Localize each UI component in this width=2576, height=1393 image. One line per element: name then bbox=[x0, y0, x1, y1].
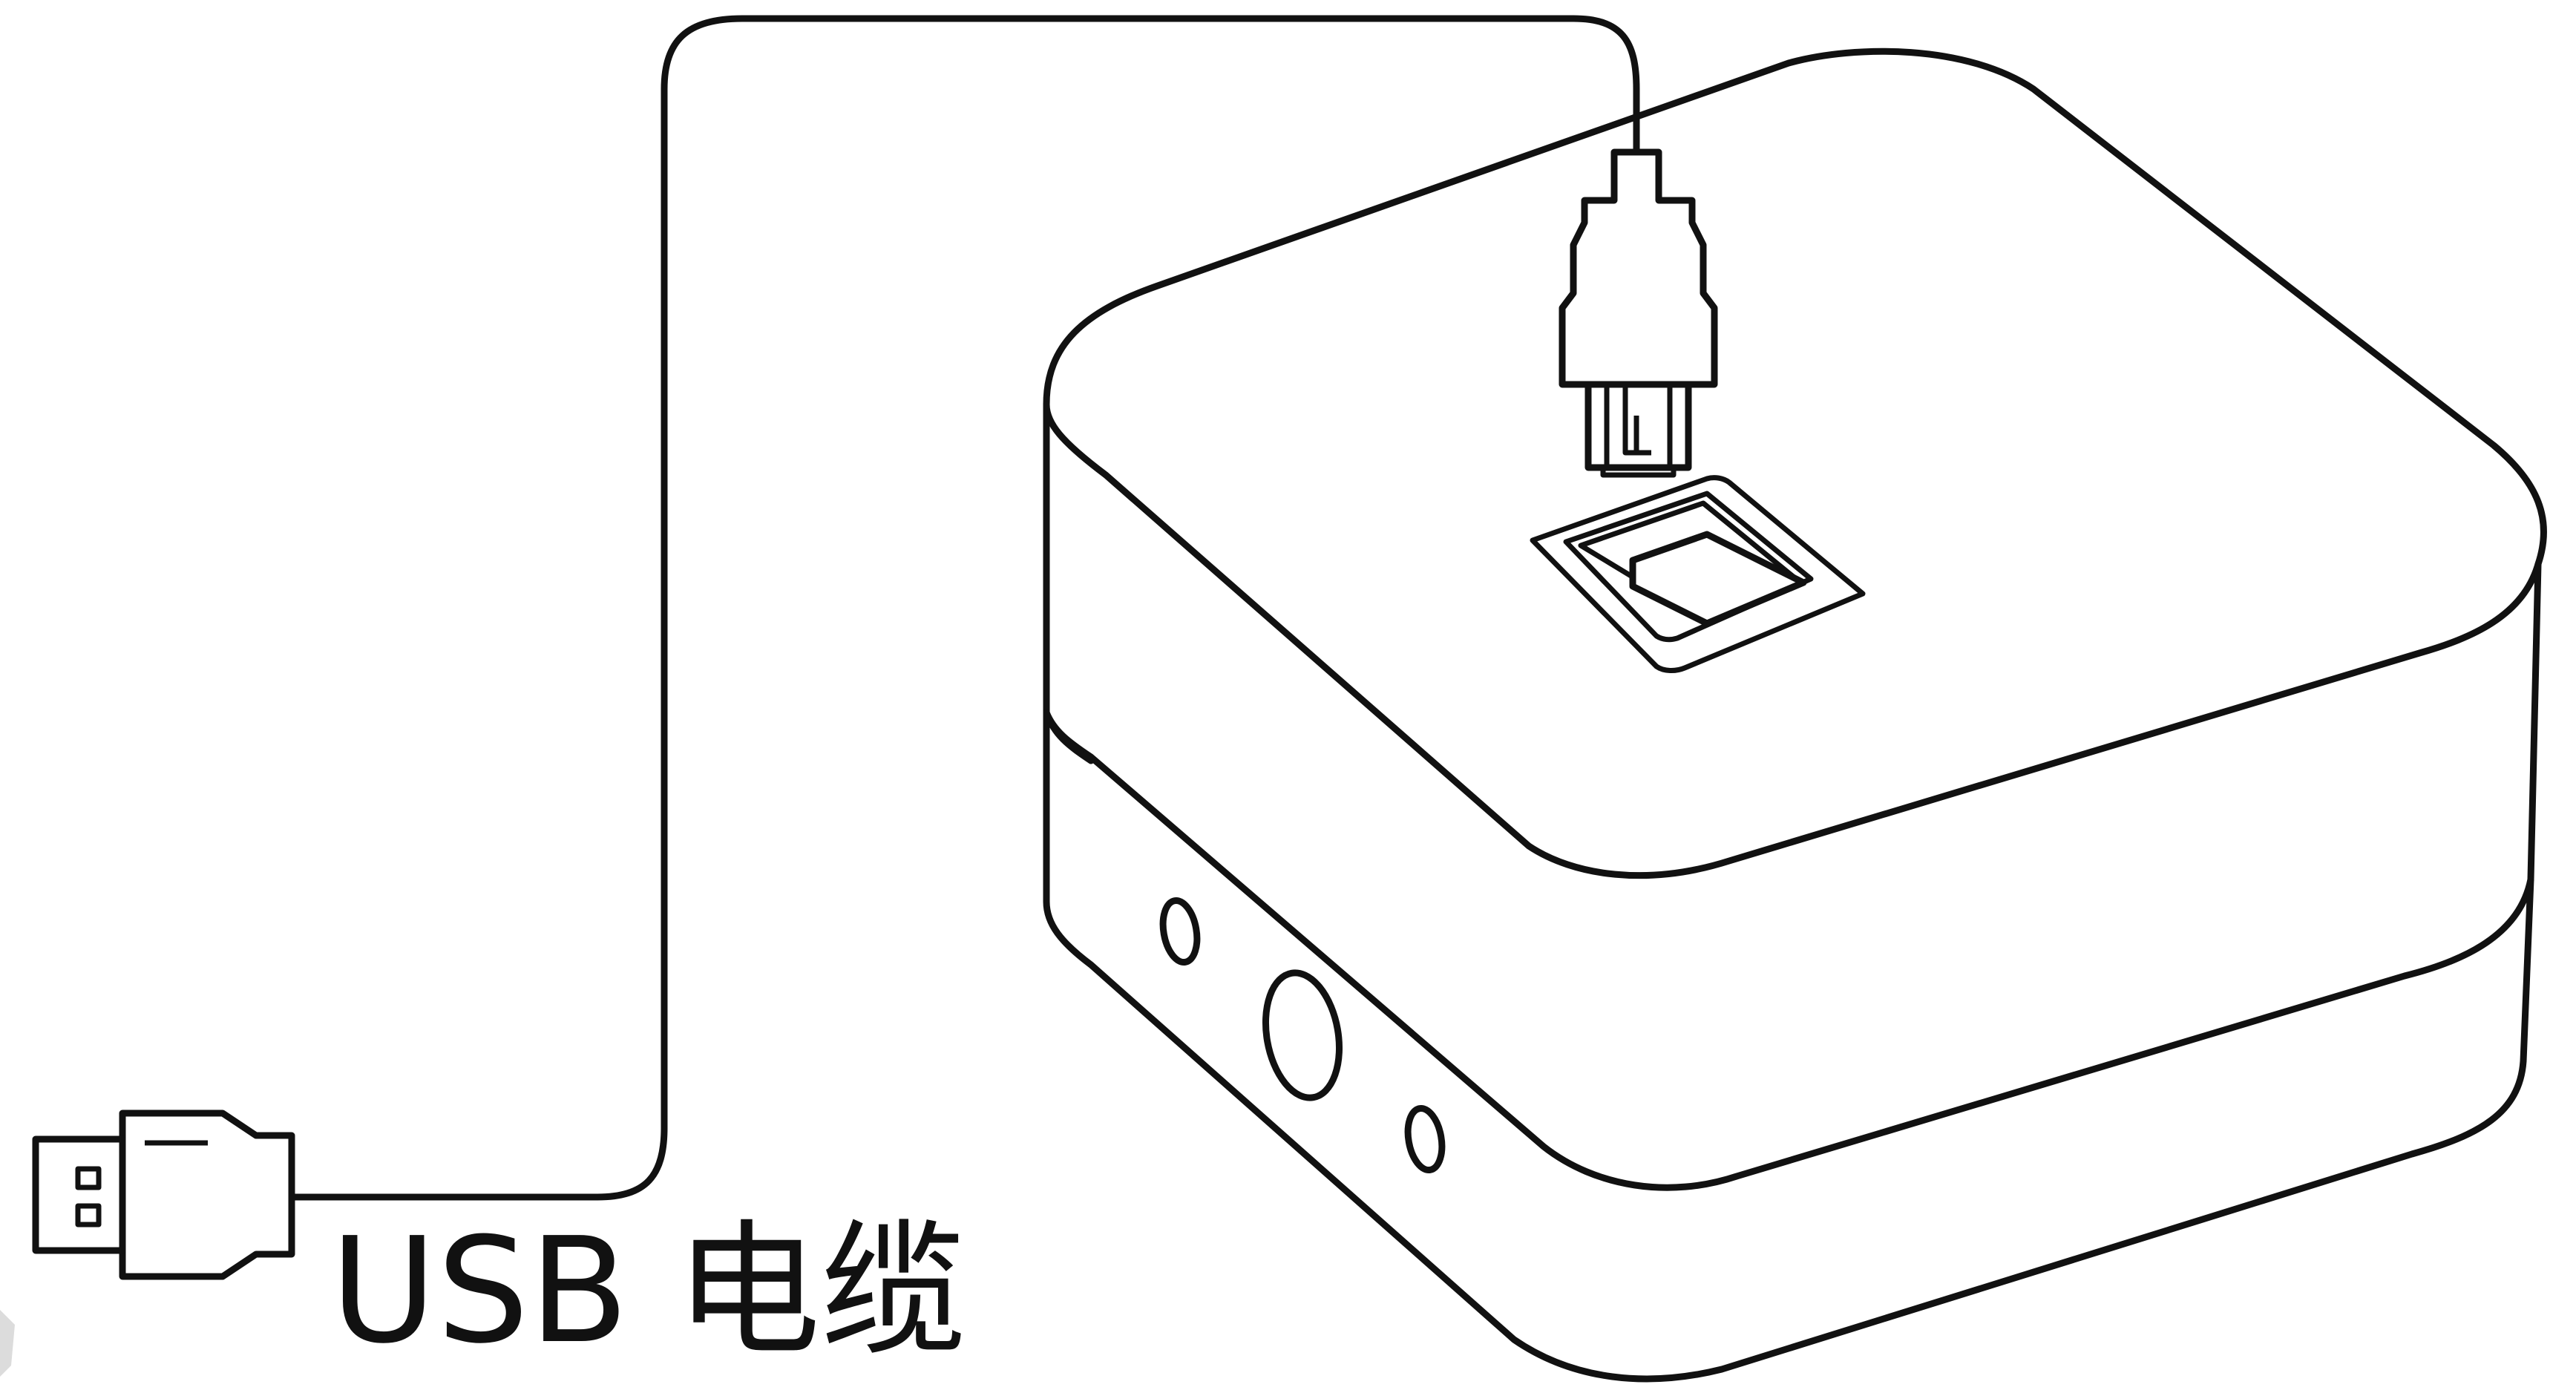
small-jack-left bbox=[1159, 897, 1201, 966]
usb-b-port-bezel bbox=[1530, 475, 1866, 673]
device-seam bbox=[1043, 709, 1095, 764]
usb-a-plug bbox=[32, 1110, 295, 1280]
large-jack bbox=[1262, 969, 1343, 1101]
usb-b-plug-lines bbox=[1600, 384, 1677, 478]
usb-a-plug-metal-shell bbox=[32, 1135, 126, 1254]
device-lid-top bbox=[1043, 47, 2547, 879]
usb-b-port-tongue-face bbox=[1630, 560, 1708, 626]
usb-cable bbox=[288, 15, 1640, 1201]
corner-mark bbox=[0, 1310, 15, 1377]
usb-cable-label: USB 电缆 bbox=[330, 1207, 966, 1376]
usb-b-plug bbox=[1559, 148, 1718, 478]
usb-b-port bbox=[1530, 475, 1866, 673]
device-box bbox=[1043, 47, 2547, 1383]
usb-a-plug-contact-top bbox=[75, 1166, 102, 1190]
usb-b-plug-body bbox=[1559, 148, 1718, 388]
device-base bbox=[1043, 709, 2534, 1383]
small-jack-right bbox=[1404, 1104, 1446, 1174]
usb-a-plug-housing bbox=[119, 1110, 295, 1280]
usb-a-plug-contact-bottom bbox=[75, 1203, 102, 1228]
